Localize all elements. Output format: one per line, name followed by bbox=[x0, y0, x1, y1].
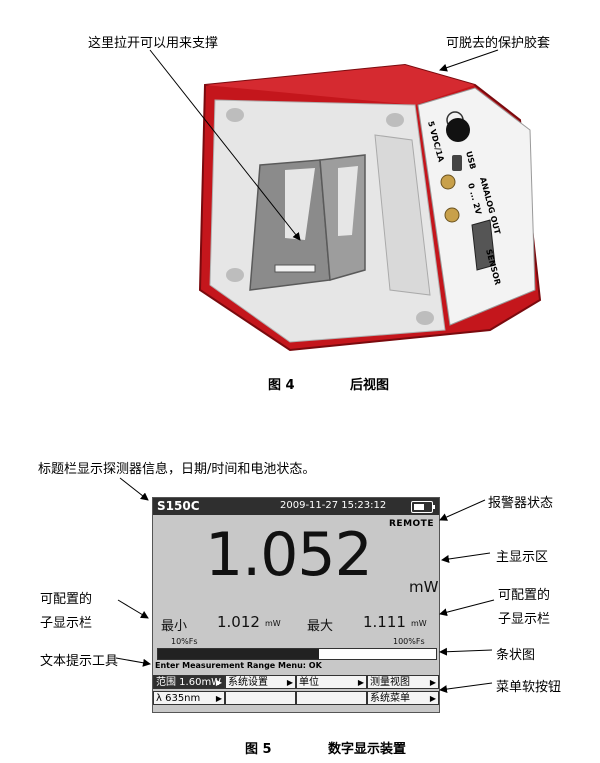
stand-label: 这里拉开可以用来支撑 bbox=[88, 36, 219, 51]
fig4-number: 图 4 bbox=[268, 378, 295, 393]
max-label: 最大 bbox=[307, 619, 334, 634]
arrow-menu bbox=[439, 682, 493, 694]
soft-button-system-menu-label: 系统菜单 bbox=[370, 693, 410, 704]
soft-button-system-settings-label: 系统设置 bbox=[228, 677, 268, 688]
soft-button-unit-label: 单位 bbox=[299, 677, 319, 688]
arrow-right-icon: ▶ bbox=[215, 694, 222, 703]
cover-label: 可脱去的保护胶套 bbox=[446, 36, 551, 51]
sub-left-label-2: 子显示栏 bbox=[40, 616, 93, 631]
fig4-title: 后视图 bbox=[350, 378, 390, 393]
arrow-text-tool bbox=[115, 657, 151, 667]
bar-graph bbox=[157, 648, 437, 660]
fig5-title: 数字显示装置 bbox=[328, 742, 407, 757]
hint-text: Enter Measurement Range Menu: OK bbox=[155, 661, 322, 670]
min-label: 最小 bbox=[161, 619, 188, 634]
soft-button-range-label: 范围 1.60mW bbox=[156, 677, 222, 688]
arrow-right-icon: ▶ bbox=[357, 678, 364, 687]
alarm-label: 报警器状态 bbox=[488, 496, 554, 511]
battery-icon bbox=[411, 501, 435, 513]
device-rear-view-image: 5 VDC/1A USB ANALOG OUT 0 ... 2V SENSOR bbox=[198, 63, 542, 352]
sub-right-label-1: 可配置的 bbox=[498, 588, 551, 603]
arrow-stand bbox=[149, 49, 301, 241]
titlebar-label: 标题栏显示探测器信息，日期/时间和电池状态。 bbox=[38, 462, 316, 477]
arrow-sub-right bbox=[439, 599, 495, 617]
main-value: 1.052 bbox=[205, 520, 373, 590]
soft-button-measure-view-label: 测量视图 bbox=[370, 677, 410, 688]
arrow-sub-left bbox=[117, 599, 149, 619]
soft-button-system-menu[interactable]: 系统菜单 ▶ bbox=[367, 691, 439, 705]
bar-label: 条状图 bbox=[496, 648, 536, 663]
fig5-number: 图 5 bbox=[245, 742, 272, 757]
datetime: 2009-11-27 15:23:12 bbox=[280, 500, 387, 511]
arrow-main bbox=[441, 552, 491, 563]
soft-button-range[interactable]: 范围 1.60mW▶ bbox=[153, 675, 225, 689]
arrow-right-icon: ▶ bbox=[215, 678, 222, 687]
arrow-titlebar bbox=[119, 477, 149, 501]
arrow-right-icon: ▶ bbox=[429, 678, 436, 687]
sub-right-label-2: 子显示栏 bbox=[498, 612, 551, 627]
soft-button-system-settings[interactable]: 系统设置 ▶ bbox=[225, 675, 296, 689]
display-screen: S150C 2009-11-27 15:23:12 REMOTE 1.052 m… bbox=[152, 497, 440, 713]
bar-graph-fill bbox=[158, 649, 320, 659]
title-bar: S150C 2009-11-27 15:23:12 bbox=[153, 498, 439, 515]
main-unit: mW bbox=[409, 578, 439, 596]
max-value: 1.111 bbox=[363, 613, 406, 631]
model-name: S150C bbox=[157, 499, 200, 513]
sub-left-label-1: 可配置的 bbox=[40, 592, 93, 607]
status-remote: REMOTE bbox=[389, 519, 434, 529]
arrow-alarm bbox=[439, 499, 486, 521]
arrow-right-icon: ▶ bbox=[429, 694, 436, 703]
max-unit: mW bbox=[411, 619, 427, 628]
arrow-bar bbox=[439, 647, 493, 656]
soft-button-empty-3[interactable] bbox=[296, 691, 367, 705]
soft-button-measure-view[interactable]: 测量视图 ▶ bbox=[367, 675, 439, 689]
main-area-label: 主显示区 bbox=[496, 550, 549, 565]
bar-right-label: 100%Fs bbox=[393, 637, 425, 646]
soft-button-wavelength[interactable]: λ 635nm ▶ bbox=[153, 691, 225, 705]
soft-button-unit[interactable]: 单位 ▶ bbox=[296, 675, 367, 689]
soft-button-empty-2[interactable] bbox=[225, 691, 296, 705]
soft-button-wavelength-label: λ 635nm bbox=[156, 693, 201, 704]
menu-label: 菜单软按钮 bbox=[496, 680, 562, 695]
arrow-cover bbox=[439, 49, 499, 72]
bar-left-label: 10%Fs bbox=[171, 637, 198, 646]
arrow-right-icon: ▶ bbox=[286, 678, 293, 687]
text-tool-label: 文本提示工具 bbox=[40, 654, 119, 669]
min-unit: mW bbox=[265, 619, 281, 628]
min-value: 1.012 bbox=[217, 613, 260, 631]
